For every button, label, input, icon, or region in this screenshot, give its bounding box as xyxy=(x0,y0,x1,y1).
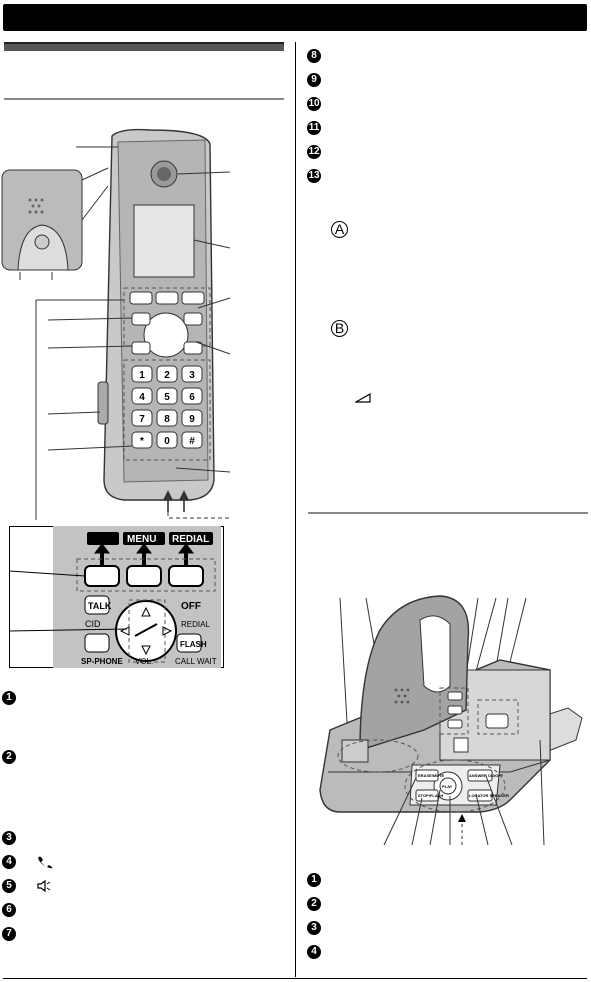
letter-a: A xyxy=(331,221,348,238)
letter-b: B xyxy=(331,320,348,337)
play-label: PLAY xyxy=(442,784,453,789)
keypad-keys xyxy=(131,365,203,449)
talk-label: TALK xyxy=(88,601,112,611)
key-9: 9 xyxy=(189,414,195,425)
answer-on-label: ANSWER ON/OFF xyxy=(469,773,504,778)
callout-13: 13 xyxy=(307,169,321,183)
key-8: 8 xyxy=(164,414,170,425)
talk-phone-icon xyxy=(38,856,53,869)
callout-3: 3 xyxy=(2,831,16,845)
callout-6: 6 xyxy=(2,903,16,917)
redial-small-label: REDIAL xyxy=(181,620,210,629)
menu-label: MENU xyxy=(127,534,156,545)
key-star: * xyxy=(140,436,144,447)
callout-8: 8 xyxy=(307,49,321,63)
base-unit-illustration: ERASE/MUTE STOP/FLASH ANSWER ON/OFF LOCA… xyxy=(319,595,583,848)
key-1: 1 xyxy=(139,370,145,381)
section-rule-base xyxy=(308,512,588,514)
redial-label: REDIAL xyxy=(172,534,209,545)
callout-4: 4 xyxy=(2,855,16,869)
key-2: 2 xyxy=(164,370,170,381)
base-callout-3: 3 xyxy=(307,921,321,935)
base-callout-2: 2 xyxy=(307,897,321,911)
key-hash: # xyxy=(189,436,195,447)
callout-10: 10 xyxy=(307,97,321,111)
cid-label: CID xyxy=(85,619,101,629)
vol-label: VOL. xyxy=(135,657,153,666)
footer-rule xyxy=(3,978,587,979)
sp-phone-label: SP-PHONE xyxy=(81,657,123,666)
flash-label: FLASH xyxy=(180,640,207,649)
section-rule-top-left xyxy=(4,42,284,51)
callout-9: 9 xyxy=(307,73,321,87)
base-callout-4: 4 xyxy=(307,945,321,959)
off-label: OFF xyxy=(181,601,201,612)
handset-illustration: 1 2 3 4 5 6 7 8 9 * 0 # xyxy=(1,128,232,520)
section-rule-handset xyxy=(4,98,284,100)
callout-2: 2 xyxy=(2,750,16,764)
column-divider xyxy=(295,42,296,977)
callout-11: 11 xyxy=(307,121,321,135)
key-4: 4 xyxy=(139,392,145,403)
header-bar xyxy=(3,4,587,31)
call-wait-label: CALL WAIT xyxy=(175,657,217,666)
key-5: 5 xyxy=(164,392,170,403)
base-callout-1: 1 xyxy=(307,873,321,887)
keypad-zoom-illustration: MENU REDIAL TALK OFF CID REDIAL FLASH SP… xyxy=(9,526,224,668)
key-3: 3 xyxy=(189,370,195,381)
speaker-icon xyxy=(37,879,51,893)
key-7: 7 xyxy=(139,414,145,425)
stop-flash-label: STOP/FLASH xyxy=(418,793,443,798)
callout-1: 1 xyxy=(2,691,16,705)
volume-icon xyxy=(355,393,371,403)
callout-12: 12 xyxy=(307,145,321,159)
callout-7: 7 xyxy=(2,927,16,941)
locator-speaker-label: LOCATOR SPEAKER xyxy=(469,793,509,798)
key-0: 0 xyxy=(164,436,170,447)
callout-5: 5 xyxy=(2,879,16,893)
erase-mute-label: ERASE/MUTE xyxy=(418,773,445,778)
key-6: 6 xyxy=(189,392,195,403)
